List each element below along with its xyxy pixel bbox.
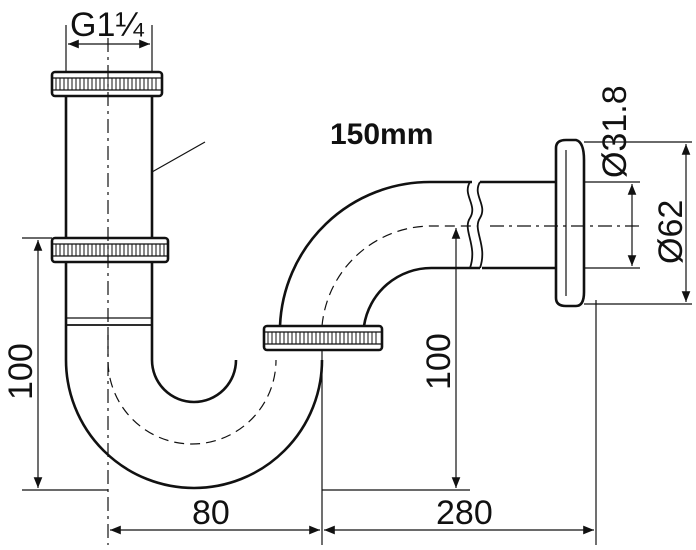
dim-thread [65, 25, 153, 72]
dim-height-left [22, 237, 108, 491]
dim-widths [110, 300, 597, 545]
tailpiece [50, 38, 170, 545]
riser-slip-nut [262, 324, 384, 352]
outlet-diameter-label: Ø31.8 [596, 85, 634, 178]
top-slip-nut [50, 70, 164, 98]
u-bend [64, 325, 324, 490]
wall-flange [554, 138, 586, 308]
outlet-arm [480, 180, 640, 270]
leader-line [151, 141, 206, 173]
height-left-label: 100 [2, 343, 40, 400]
break-lines [466, 181, 484, 269]
middle-slip-nut [50, 236, 170, 264]
flange-diameter-label: Ø62 [652, 200, 690, 264]
height-right-label: 100 [420, 333, 458, 390]
width-center-label: 80 [192, 494, 230, 532]
dim-diameters [584, 141, 692, 305]
outlet-bend [278, 180, 480, 327]
dim-height-right [322, 228, 470, 491]
width-total-label: 280 [436, 494, 493, 532]
length-label: 150mm [330, 118, 433, 151]
thread-size-label: G1¼ [70, 6, 144, 44]
